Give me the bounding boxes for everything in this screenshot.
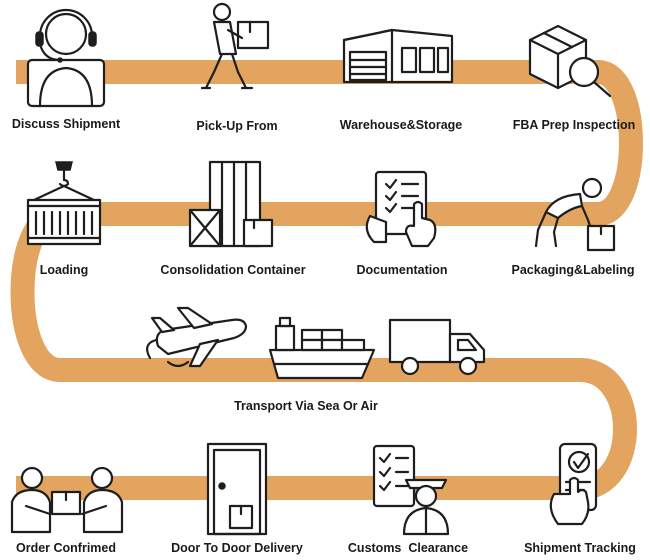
person-carrying-box-icon <box>200 2 270 90</box>
step-label-fba-prep-inspection: FBA Prep Inspection <box>513 118 635 132</box>
plane-ship-truck-icon <box>145 306 486 380</box>
container-crane-icon <box>26 161 102 246</box>
customs-officer-checklist-icon <box>372 444 450 536</box>
step-label-consolidation-container: Consolidation Container <box>160 263 305 277</box>
step-label-order-confrimed: Order Confrimed <box>16 541 116 555</box>
open-container-boxes-icon <box>188 160 274 248</box>
person-packing-box-icon <box>534 177 616 252</box>
step-labels: Discuss Shipment Pick-Up From Warehouse&… <box>12 117 636 555</box>
step-label-warehouse-storage: Warehouse&Storage <box>340 118 463 132</box>
step-label-door-to-door-delivery: Door To Door Delivery <box>171 541 303 555</box>
cargo-ship-icon <box>268 316 376 380</box>
step-label-transport-via-sea-or-air: Transport Via Sea Or Air <box>234 399 378 413</box>
truck-icon <box>388 318 486 376</box>
step-label-documentation: Documentation <box>357 263 448 277</box>
process-road <box>10 60 643 500</box>
people-handover-icon <box>10 466 124 534</box>
step-label-loading: Loading <box>40 263 89 277</box>
warehouse-icon <box>342 28 454 84</box>
step-label-discuss-shipment: Discuss Shipment <box>12 117 121 131</box>
airplane-icon <box>145 306 248 368</box>
step-label-pick-up-from: Pick-Up From <box>196 119 277 133</box>
clipboard-checklist-icon <box>365 170 437 248</box>
step-label-packaging-labeling: Packaging&Labeling <box>512 263 635 277</box>
step-label-shipment-tracking: Shipment Tracking <box>524 541 636 555</box>
step-label-customs-clearance: Customs Clearance <box>348 541 468 555</box>
headset-operator-icon <box>26 8 106 108</box>
box-magnifier-icon <box>528 24 612 98</box>
door-package-icon <box>206 442 268 536</box>
phone-tracking-icon <box>549 442 598 526</box>
